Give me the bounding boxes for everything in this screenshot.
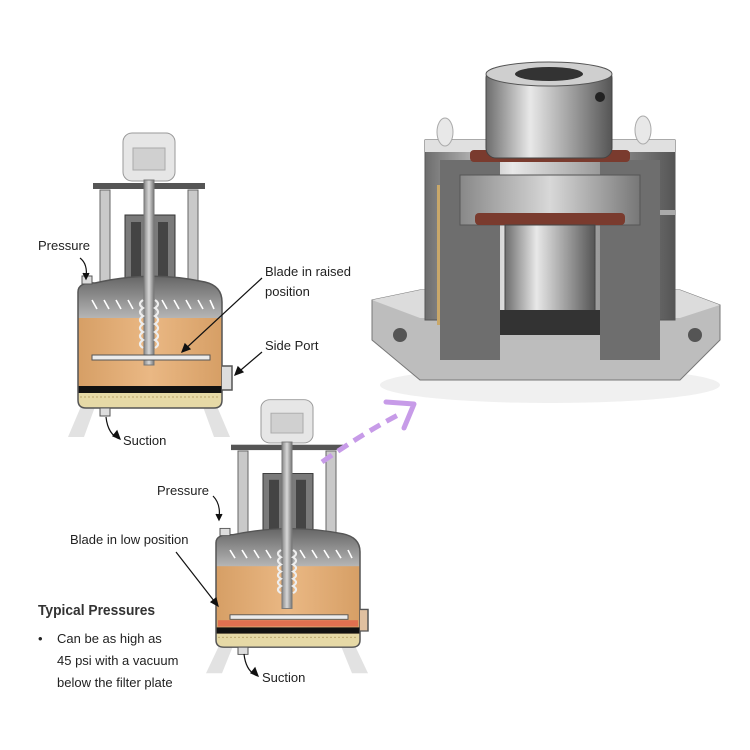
upper-blade-label-line2: position (265, 284, 310, 299)
lower-suction-label: Suction (262, 670, 306, 685)
note-line: Can be as high as (57, 631, 162, 646)
upper-blade (91, 354, 211, 361)
upper-pressure-label: Pressure (38, 238, 91, 253)
leader-lines (79, 257, 263, 678)
side-port (222, 365, 233, 391)
callout-arrow (320, 399, 417, 465)
bullet: • (38, 631, 43, 646)
note-line: below the filter plate (57, 675, 173, 690)
lower-pressure-label: Pressure (157, 483, 210, 498)
lower-vessel (206, 400, 368, 674)
side-port-label: Side Port (265, 338, 319, 353)
upper-blade-label-line1: Blade in raised (265, 264, 351, 279)
upper-suction-label: Suction (123, 433, 167, 448)
typical-pressures-title: Typical Pressures (38, 602, 156, 619)
upper-vessel (68, 133, 233, 437)
mechanical-seal-photo (371, 61, 721, 403)
lower-blade-label: Blade in low position (70, 532, 189, 547)
note-line: 45 psi with a vacuum (57, 653, 179, 668)
